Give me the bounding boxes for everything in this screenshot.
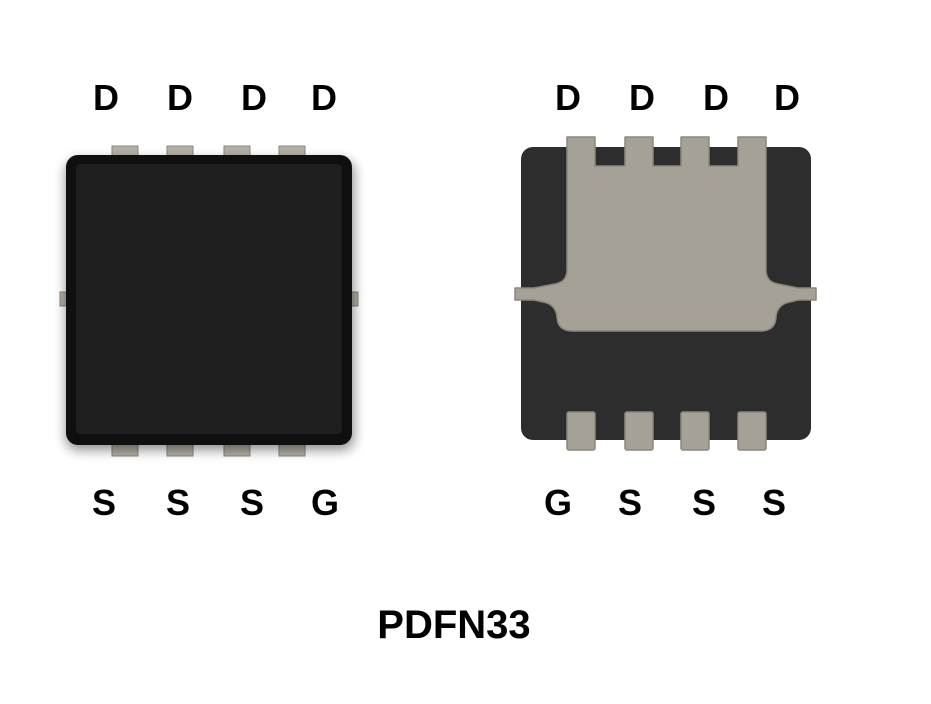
bottom-view-pin-label-bottom-4: S xyxy=(762,482,786,523)
bottom-view-bottom-pin-labels: G S S S xyxy=(544,482,786,523)
top-view-package xyxy=(59,145,359,457)
top-view-pin-label-top-4: D xyxy=(311,77,337,118)
top-view-bottom-pin-labels: S S S G xyxy=(92,482,339,523)
top-view-pin-label-bottom-4: G xyxy=(311,482,339,523)
package-title: PDFN33 xyxy=(377,603,530,647)
top-view-pin-label-bottom-1: S xyxy=(92,482,116,523)
bottom-view-package xyxy=(514,136,817,451)
top-view-body-face xyxy=(76,164,342,434)
bottom-view-pad-s3 xyxy=(737,411,767,451)
top-view-pin-label-top-3: D xyxy=(241,77,267,118)
bottom-view-pin-label-top-3: D xyxy=(703,77,729,118)
bottom-view-top-pin-labels: D D D D xyxy=(555,77,800,118)
bottom-view-pin-label-top-4: D xyxy=(774,77,800,118)
top-view-top-pin-labels: D D D D xyxy=(93,77,337,118)
bottom-view-drain-pad xyxy=(514,136,817,332)
bottom-view-pin-label-bottom-1: G xyxy=(544,482,572,523)
top-view-pin-label-top-2: D xyxy=(167,77,193,118)
bottom-view-pad-s2 xyxy=(680,411,710,451)
top-view-pin-label-top-1: D xyxy=(93,77,119,118)
bottom-view-pad-g xyxy=(566,411,596,451)
bottom-view-pin-label-top-2: D xyxy=(629,77,655,118)
bottom-view-pin-label-top-1: D xyxy=(555,77,581,118)
bottom-view-pad-s1 xyxy=(624,411,654,451)
top-view-pin-label-bottom-2: S xyxy=(166,482,190,523)
bottom-view-pin-label-bottom-3: S xyxy=(692,482,716,523)
top-view-pin-label-bottom-3: S xyxy=(240,482,264,523)
bottom-view-pin-label-bottom-2: S xyxy=(618,482,642,523)
